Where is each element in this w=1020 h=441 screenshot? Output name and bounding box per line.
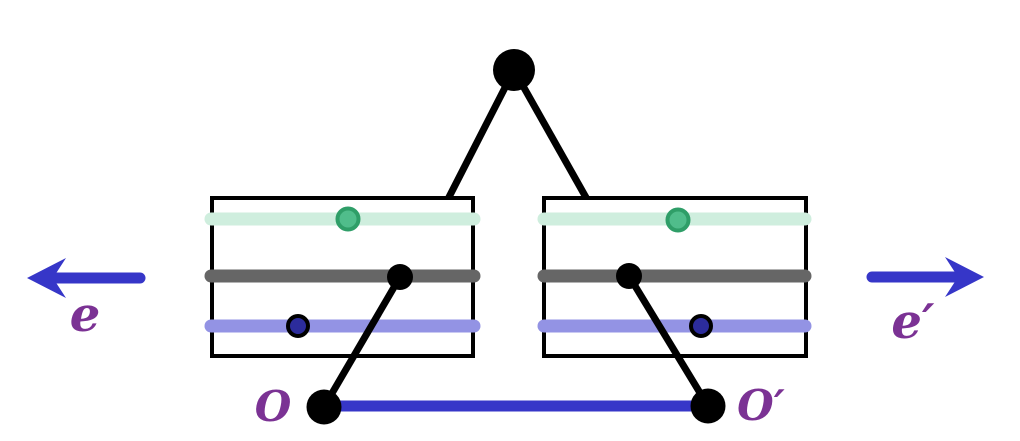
right-support-line xyxy=(510,68,592,203)
right-navy-marker xyxy=(689,314,713,338)
arrow-right-head xyxy=(945,257,984,297)
label-e-prime: e′ xyxy=(891,294,935,350)
right-teal-marker xyxy=(665,207,691,233)
left-navy-marker xyxy=(286,314,310,338)
label-e: e xyxy=(70,287,101,343)
origin-right-node xyxy=(690,388,726,424)
arrow-left-icon xyxy=(27,258,146,298)
label-o: O xyxy=(255,382,292,431)
origin-left-node xyxy=(306,389,342,425)
left-teal-marker xyxy=(335,206,361,232)
left-black-marker xyxy=(387,264,413,290)
right-pendulum-line xyxy=(626,274,711,408)
left-support-line xyxy=(443,68,518,203)
apex-node xyxy=(493,49,535,91)
arrow-right-icon xyxy=(866,257,984,297)
right-black-marker xyxy=(616,263,642,289)
arrow-left-head xyxy=(27,258,66,298)
label-o-prime: O′ xyxy=(737,381,785,430)
left-pendulum-line xyxy=(320,275,404,409)
